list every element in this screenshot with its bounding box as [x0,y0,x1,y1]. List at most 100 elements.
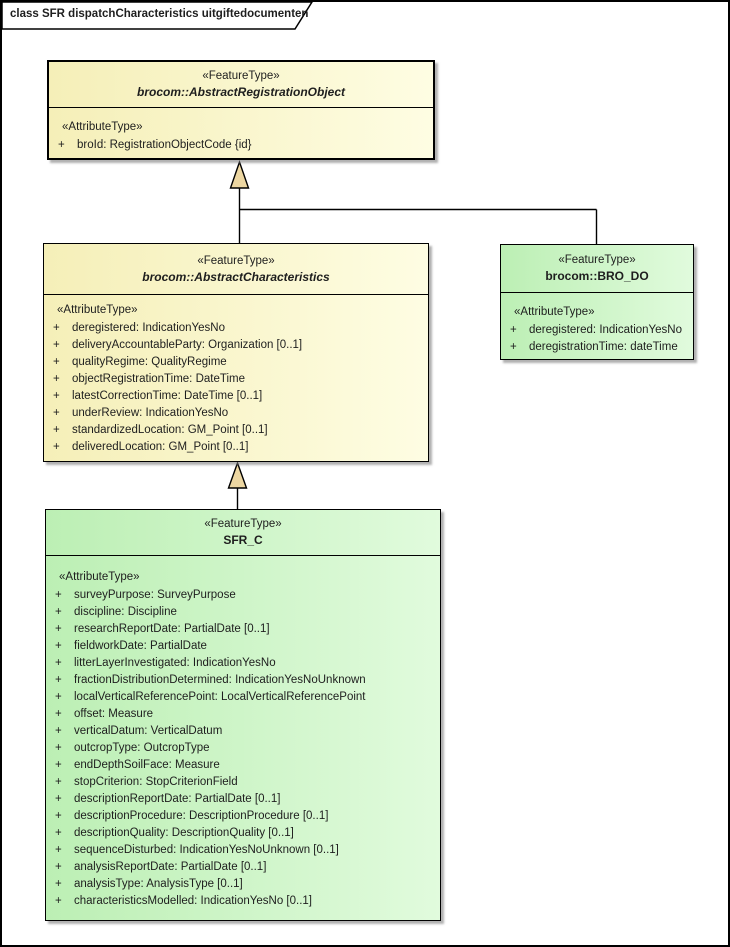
visibility-icon: + [53,356,60,368]
inheritance-arrow-icon [227,460,248,489]
attribute-row[interactable]: + stopCriterion: StopCriterionField [46,774,440,791]
attribute-row[interactable]: + deregistered: IndicationYesNo [501,322,693,339]
attribute-text: descriptionProcedure: DescriptionProcedu… [74,810,329,822]
visibility-icon: + [55,810,62,822]
attribute-row[interactable]: + litterLayerInvestigated: IndicationYes… [46,655,440,672]
class-stereotype: «FeatureType» [202,70,280,82]
visibility-icon: + [55,844,62,856]
class-name: brocom::AbstractRegistrationObject [136,85,346,99]
class-name: brocom::AbstractCharacteristics [142,269,330,284]
attribute-list: + deregistered: IndicationYesNo + deregi… [501,322,693,356]
attribute-row[interactable]: + localVerticalReferencePoint: LocalVert… [46,689,440,706]
attribute-row[interactable]: + descriptionQuality: DescriptionQuality… [46,825,440,842]
attribute-stereotype: «AttributeType» [59,571,140,583]
attribute-row[interactable]: + deregistered: IndicationYesNo [44,320,428,337]
attribute-text: characteristicsModelled: IndicationYesNo… [74,895,313,907]
attribute-text: deliveryAccountableParty: Organization [… [72,339,303,351]
attribute-row[interactable]: + descriptionReportDate: PartialDate [0.… [46,791,440,808]
attribute-text: objectRegistrationTime: DateTime [72,373,245,385]
class-header: «FeatureType» brocom::AbstractCharacteri… [44,244,428,294]
class-header: «FeatureType» brocom::AbstractRegistrati… [49,62,433,107]
attribute-text: sequenceDisturbed: IndicationYesNoUnknow… [74,844,339,856]
attribute-list: + broId: RegistrationObjectCode {id} [49,137,433,154]
class-stereotype: «FeatureType» [197,254,275,267]
visibility-icon: + [55,589,62,601]
attribute-row[interactable]: + fieldworkDate: PartialDate [46,638,440,655]
attribute-row[interactable]: + deliveryAccountableParty: Organization… [44,337,428,354]
attribute-list: + surveyPurpose: SurveyPurpose + discipl… [46,587,440,910]
attribute-row[interactable]: + standardizedLocation: GM_Point [0..1] [44,422,428,439]
visibility-icon: + [53,441,60,453]
attribute-row[interactable]: + analysisType: AnalysisType [0..1] [46,876,440,893]
visibility-icon: + [53,322,60,334]
attribute-compartment: «AttributeType» + deregistered: Indicati… [501,292,693,359]
attribute-text: underReview: IndicationYesNo [72,407,229,419]
attribute-row[interactable]: + latestCorrectionTime: DateTime [0..1] [44,388,428,405]
visibility-icon: + [55,623,62,635]
attribute-stereotype: «AttributeType» [514,306,595,318]
attribute-row[interactable]: + deliveredLocation: GM_Point [0..1] [44,439,428,456]
attribute-row[interactable]: + surveyPurpose: SurveyPurpose [46,587,440,604]
visibility-icon: + [53,407,60,419]
attribute-row[interactable]: + endDepthSoilFace: Measure [46,757,440,774]
attribute-stereotype: «AttributeType» [62,121,143,133]
attribute-row[interactable]: + discipline: Discipline [46,604,440,621]
visibility-icon: + [53,390,60,402]
inheritance-arrow-icon [229,159,250,189]
class-sfr-c[interactable]: «FeatureType» SFR_C «AttributeType» + su… [45,509,441,921]
attribute-text: fieldworkDate: PartialDate [74,640,207,652]
attribute-list: + deregistered: IndicationYesNo + delive… [44,320,428,456]
visibility-icon: + [55,742,62,754]
attribute-text: qualityRegime: QualityRegime [72,356,227,368]
attribute-row[interactable]: + analysisReportDate: PartialDate [0..1] [46,859,440,876]
class-name: SFR_C [223,533,263,547]
attribute-row[interactable]: + descriptionProcedure: DescriptionProce… [46,808,440,825]
visibility-icon: + [53,339,60,351]
attribute-row[interactable]: + offset: Measure [46,706,440,723]
class-name: brocom::BRO_DO [545,269,649,283]
class-bro-do[interactable]: «FeatureType» brocom::BRO_DO «AttributeT… [500,244,694,360]
class-header: «FeatureType» SFR_C [46,510,440,555]
visibility-icon: + [55,861,62,873]
generalization-sfrc-to-abstract-characteristics [227,460,248,509]
class-stereotype: «FeatureType» [558,254,636,266]
visibility-icon: + [55,776,62,788]
attribute-row[interactable]: + objectRegistrationTime: DateTime [44,371,428,388]
attribute-text: verticalDatum: VerticalDatum [74,725,223,737]
visibility-icon: + [55,725,62,737]
class-header: «FeatureType» brocom::BRO_DO [501,245,693,292]
attribute-row[interactable]: + sequenceDisturbed: IndicationYesNoUnkn… [46,842,440,859]
attribute-compartment: «AttributeType» + broId: RegistrationObj… [49,107,433,158]
attribute-text: endDepthSoilFace: Measure [74,759,220,771]
class-abstract-characteristics[interactable]: «FeatureType» brocom::AbstractCharacteri… [43,243,429,462]
visibility-icon: + [53,373,60,385]
attribute-text: researchReportDate: PartialDate [0..1] [74,623,270,635]
attribute-row[interactable]: + verticalDatum: VerticalDatum [46,723,440,740]
frame-title: class SFR dispatchCharacteristics uitgif… [10,8,309,20]
attribute-text: discipline: Discipline [74,606,177,618]
attribute-row[interactable]: + researchReportDate: PartialDate [0..1] [46,621,440,638]
generalization-abstract-characteristics-to-registration-object [229,159,598,244]
attribute-text: analysisReportDate: PartialDate [0..1] [74,861,267,873]
attribute-text: fractionDistributionDetermined: Indicati… [74,674,366,686]
attribute-row[interactable]: + deregistrationTime: dateTime [501,339,693,356]
visibility-icon: + [510,341,517,353]
attribute-row[interactable]: + characteristicsModelled: IndicationYes… [46,893,440,910]
visibility-icon: + [55,827,62,839]
attribute-row[interactable]: + broId: RegistrationObjectCode {id} [49,137,433,154]
visibility-icon: + [55,793,62,805]
class-abstract-registration-object[interactable]: «FeatureType» brocom::AbstractRegistrati… [47,60,435,160]
visibility-icon: + [55,895,62,907]
attribute-row[interactable]: + underReview: IndicationYesNo [44,405,428,422]
attribute-row[interactable]: + fractionDistributionDetermined: Indica… [46,672,440,689]
visibility-icon: + [510,324,517,336]
attribute-text: analysisType: AnalysisType [0..1] [74,878,243,890]
attribute-text: deliveredLocation: GM_Point [0..1] [72,441,249,453]
attribute-text: deregistered: IndicationYesNo [529,324,683,336]
attribute-text: deregistrationTime: dateTime [529,341,678,353]
attribute-text: broId: RegistrationObjectCode {id} [77,139,252,151]
class-stereotype: «FeatureType» [204,518,282,530]
attribute-row[interactable]: + qualityRegime: QualityRegime [44,354,428,371]
visibility-icon: + [55,674,62,686]
attribute-row[interactable]: + outcropType: OutcropType [46,740,440,757]
